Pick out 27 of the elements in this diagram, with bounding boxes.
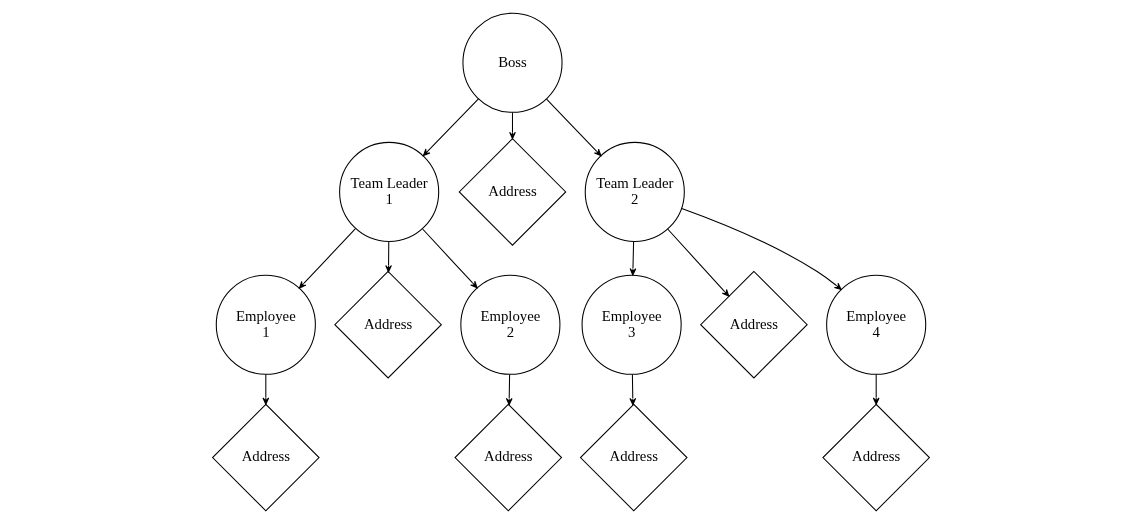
node-circle: Team Leader 1 [339,141,440,242]
node-diamond: Address [579,403,688,512]
node-circle: Employee 3 [581,274,682,375]
node-circle: Employee 4 [826,274,927,375]
arrow [681,207,842,290]
arrow [629,373,637,405]
arrow [262,373,270,405]
node-circle: Employee 2 [460,274,561,375]
arrow [509,111,516,139]
arrow [546,98,602,156]
node-circle: Boss [462,12,563,113]
arrow [872,373,880,405]
node-diamond: Address [822,403,931,512]
node-diamond: Address [334,270,443,379]
node-diamond: Address [458,137,567,246]
node-diamond: Address [454,403,563,512]
node-circle: Team Leader 2 [584,141,685,242]
node-circle: Employee 1 [215,274,316,375]
node-diamond: Address [699,270,808,379]
arrow [667,228,730,297]
arrow [629,240,637,275]
node-diamond: Address [211,403,320,512]
arrow [505,373,513,405]
arrow [422,97,479,156]
arrow [298,227,356,289]
arrow [385,240,392,272]
arrow [422,228,478,288]
